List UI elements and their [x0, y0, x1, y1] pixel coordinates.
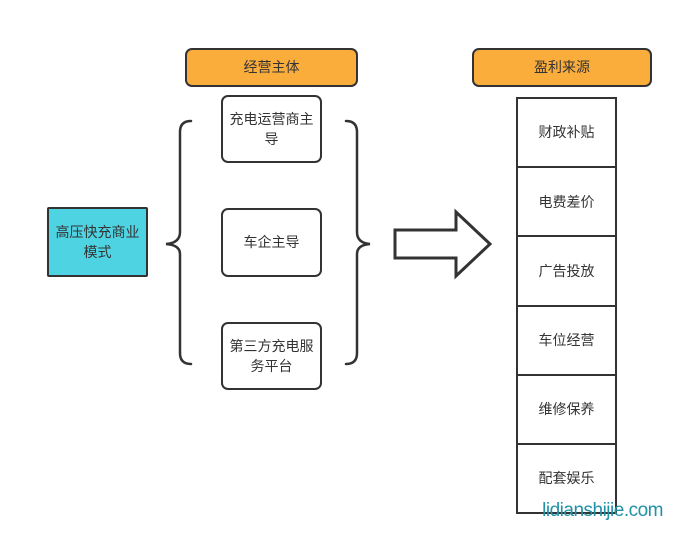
profit-cell-entertainment: 配套娱乐 — [538, 470, 595, 487]
left-curly-brace-icon — [165, 119, 193, 366]
root-node-business-model: 高压快充商业模式 — [47, 207, 148, 277]
operators-header: 经营主体 — [185, 48, 358, 87]
operator-node-car-maker: 车企主导 — [221, 208, 322, 277]
operator-node-charging-operator: 充电运营商主导 — [221, 95, 322, 163]
watermark-text: lidianshijie.com — [542, 500, 663, 521]
profits-table: 财政补贴 电费差价 广告投放 车位经营 维修保养 配套娱乐 — [516, 97, 617, 514]
profit-cell-advertising: 广告投放 — [518, 237, 615, 307]
profit-cell-subsidy: 财政补贴 — [518, 99, 615, 169]
right-curly-brace-icon — [344, 119, 371, 366]
block-arrow-right-icon — [393, 208, 493, 280]
profits-header: 盈利来源 — [472, 48, 652, 87]
operator-node-third-party-platform: 第三方充电服务平台 — [221, 322, 322, 390]
profit-cell-electricity: 电费差价 — [518, 168, 615, 238]
profit-cell-maintenance: 维修保养 — [518, 376, 615, 445]
profit-cell-parking: 车位经营 — [518, 307, 615, 376]
